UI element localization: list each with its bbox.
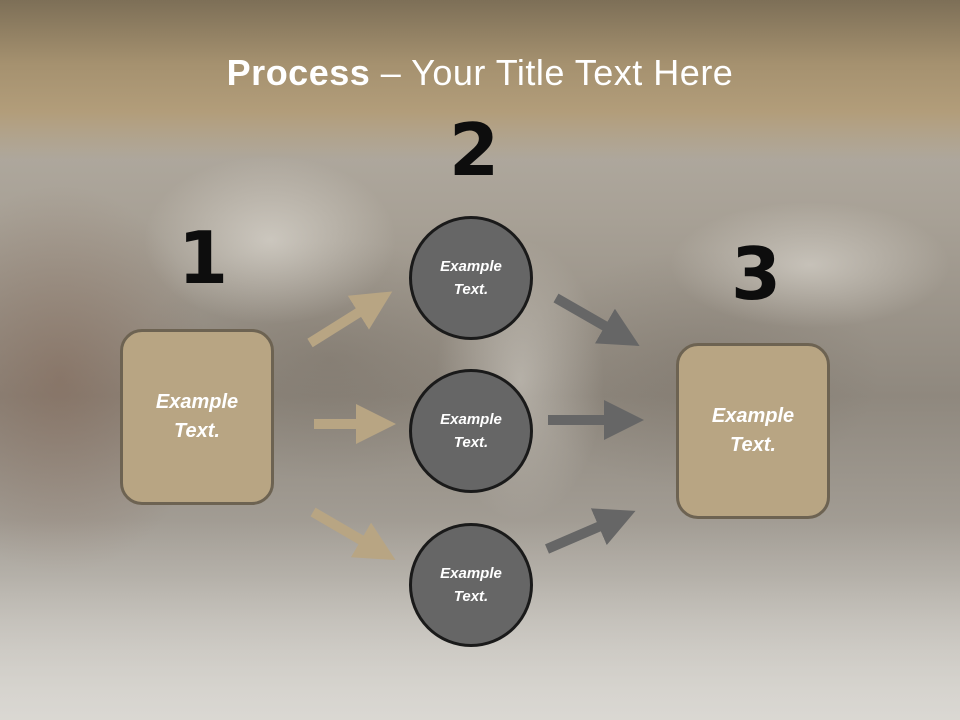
step-2-circle-middle-text: Example Text.: [440, 411, 502, 451]
arrow-1-to-2-bottom: [310, 507, 396, 561]
arrow-2-top-to-3: [553, 293, 640, 346]
step-1-text: Example Text.: [155, 391, 239, 442]
step-2-circle-bottom-text: Example Text.: [440, 565, 502, 605]
arrow-2-bottom-to-3: [545, 508, 636, 554]
arrow-1-to-2-top: [307, 291, 393, 348]
step-1-box[interactable]: Example Text.: [120, 329, 274, 505]
step-2-circle-top-text: Example Text.: [440, 258, 502, 298]
slide-title[interactable]: Process – Your Title Text Here: [0, 52, 960, 94]
step-2-number: 2: [449, 108, 500, 192]
step-3-number: 3: [731, 232, 782, 316]
step-1-number: 1: [178, 216, 229, 300]
title-bold-part: Process: [226, 52, 371, 93]
step-2-circle-top[interactable]: Example Text.: [409, 216, 533, 340]
step-3-text: Example Text.: [711, 405, 795, 456]
step-2-circle-bottom[interactable]: Example Text.: [409, 523, 533, 647]
title-band: [0, 0, 960, 160]
step-2-circle-middle[interactable]: Example Text.: [409, 369, 533, 493]
step-3-box[interactable]: Example Text.: [676, 343, 830, 519]
title-rest-part: – Your Title Text Here: [370, 52, 734, 93]
